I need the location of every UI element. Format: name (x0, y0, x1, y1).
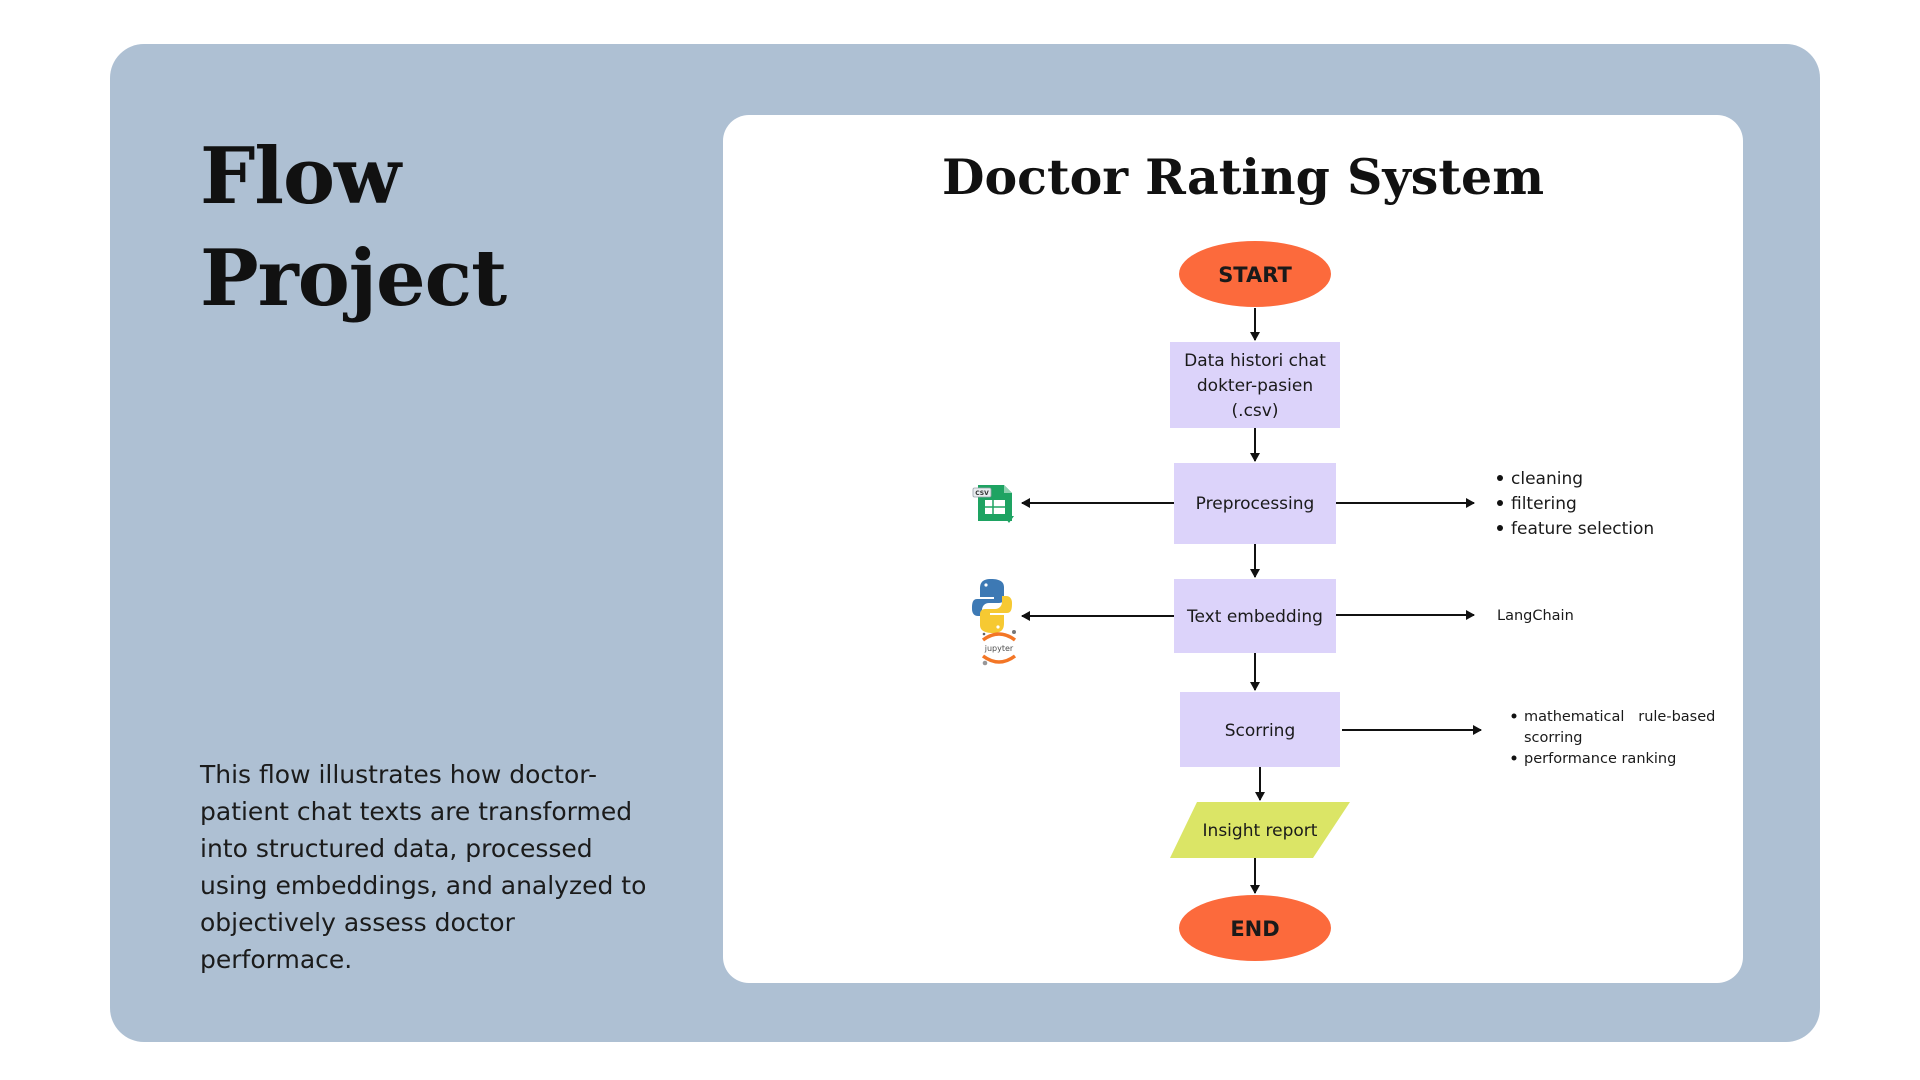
scoring-label: Scorring (1225, 721, 1296, 741)
sheets-icon-badge: CSV (975, 490, 989, 497)
jupyter-icon-text: jupyter (984, 644, 1014, 653)
step-filtering: filtering (1511, 494, 1577, 514)
scoring-note-3: performance ranking (1524, 751, 1676, 767)
page-title: Flow Project (200, 126, 620, 330)
start-label: START (1218, 263, 1292, 287)
scoring-note-2: scorring (1524, 730, 1583, 746)
text-embedding-label: Text embedding (1186, 607, 1323, 627)
page-title-line-1: Flow (200, 131, 401, 222)
flow-connectors (1021, 308, 1482, 894)
jupyter-icon: jupyter (981, 630, 1017, 666)
preprocessing-steps-list: cleaning filtering feature selection (1497, 469, 1654, 539)
end-node: END (1179, 895, 1331, 961)
page-title-line-2: Project (200, 233, 507, 324)
data-source-label-3: (.csv) (1232, 401, 1279, 421)
google-sheets-csv-icon: CSV (972, 485, 1014, 523)
data-source-label-2: dokter-pasien (1197, 376, 1313, 396)
diagram-title: Doctor Rating System (941, 148, 1545, 206)
insight-report-node: Insight report (1170, 802, 1350, 858)
data-source-node: Data histori chat dokter-pasien (.csv) (1170, 342, 1340, 428)
scoring-notes-list: mathematical rule-based scorring perform… (1511, 709, 1715, 767)
langchain-label: LangChain (1497, 608, 1574, 624)
step-cleaning: cleaning (1511, 469, 1583, 489)
insight-report-label: Insight report (1203, 821, 1318, 841)
text-embedding-node: Text embedding (1174, 579, 1336, 653)
scoring-node: Scorring (1180, 692, 1340, 767)
project-description: This flow illustrates how doctor-patient… (200, 760, 647, 974)
step-feature-selection: feature selection (1511, 519, 1654, 539)
end-label: END (1230, 917, 1279, 941)
start-node: START (1179, 241, 1331, 307)
scoring-note-1: mathematical rule-based (1524, 709, 1715, 725)
preprocessing-label: Preprocessing (1196, 494, 1315, 514)
data-source-label-1: Data histori chat (1184, 351, 1326, 371)
preprocessing-node: Preprocessing (1174, 463, 1336, 544)
python-icon (972, 579, 1012, 633)
